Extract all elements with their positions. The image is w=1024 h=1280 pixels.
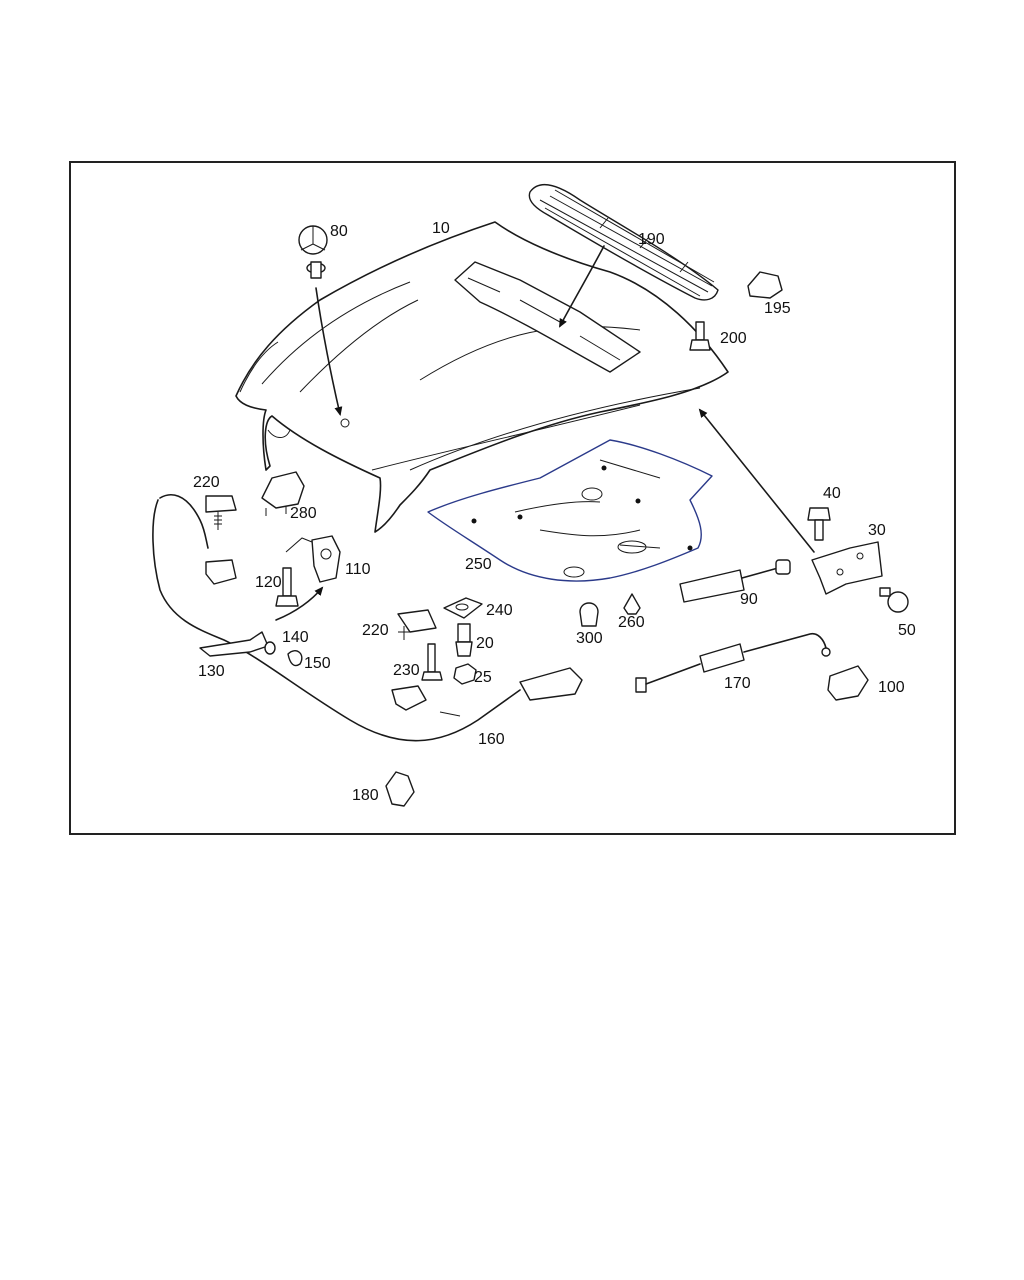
bolt-230 (421, 643, 443, 681)
cowl-grille (528, 183, 719, 301)
label-195: 195 (764, 300, 791, 317)
label-160: 160 (478, 731, 505, 748)
bolt-40 (807, 507, 831, 541)
striker-220-lower (397, 609, 437, 640)
hinge-30 (811, 541, 883, 595)
hood-panel (235, 221, 729, 582)
grommet-140 (264, 641, 276, 655)
label-180: 180 (352, 787, 379, 804)
label-150: 150 (304, 655, 331, 672)
label-130: 130 (198, 663, 225, 680)
arrow-hinge-to-hood (698, 408, 815, 553)
bumper-20 (455, 623, 473, 657)
label-230: 230 (393, 662, 420, 679)
label-200: 200 (720, 330, 747, 347)
label-100: 100 (878, 679, 905, 696)
gas-strut-90 (679, 559, 791, 603)
arrow-emblem-to-hood (315, 287, 343, 416)
cable-170 (635, 632, 831, 693)
hood-star-emblem (298, 225, 328, 279)
label-25: 25 (474, 669, 492, 686)
label-90: 90 (740, 591, 758, 608)
clip-260 (623, 593, 641, 615)
label-80: 80 (330, 223, 348, 240)
label-140: 140 (282, 629, 309, 646)
bolt-120 (275, 567, 299, 607)
bumper-300 (579, 602, 599, 627)
label-300: 300 (576, 630, 603, 647)
label-50: 50 (898, 622, 916, 639)
screw-200 (689, 321, 711, 351)
label-260: 260 (618, 614, 645, 631)
label-240: 240 (486, 602, 513, 619)
lock-lower (391, 685, 427, 711)
striker-220-upper (205, 495, 237, 530)
label-250: 250 (465, 556, 492, 573)
label-220-lower: 220 (362, 622, 389, 639)
label-170: 170 (724, 675, 751, 692)
label-30: 30 (868, 522, 886, 539)
release-handle-130 (199, 631, 269, 657)
label-190: 190 (638, 231, 665, 248)
label-120: 120 (255, 574, 282, 591)
bracket-280 (261, 471, 305, 516)
label-10: 10 (432, 220, 450, 237)
bolt-50 (879, 587, 909, 613)
label-110: 110 (345, 561, 371, 578)
hood-latch-110 (285, 535, 341, 583)
label-20: 20 (476, 635, 494, 652)
arrow-latch (275, 586, 324, 621)
clip-150 (287, 650, 303, 667)
label-40: 40 (823, 485, 841, 502)
plate-240 (443, 597, 483, 619)
lock-100 (827, 665, 869, 701)
clip-195 (747, 271, 783, 299)
label-280: 280 (290, 505, 317, 522)
nut-25 (453, 663, 477, 685)
lock-upper-left (205, 559, 237, 585)
label-220-upper: 220 (193, 474, 220, 491)
clip-180 (385, 771, 415, 807)
arrow-grille-to-hood (559, 245, 605, 328)
